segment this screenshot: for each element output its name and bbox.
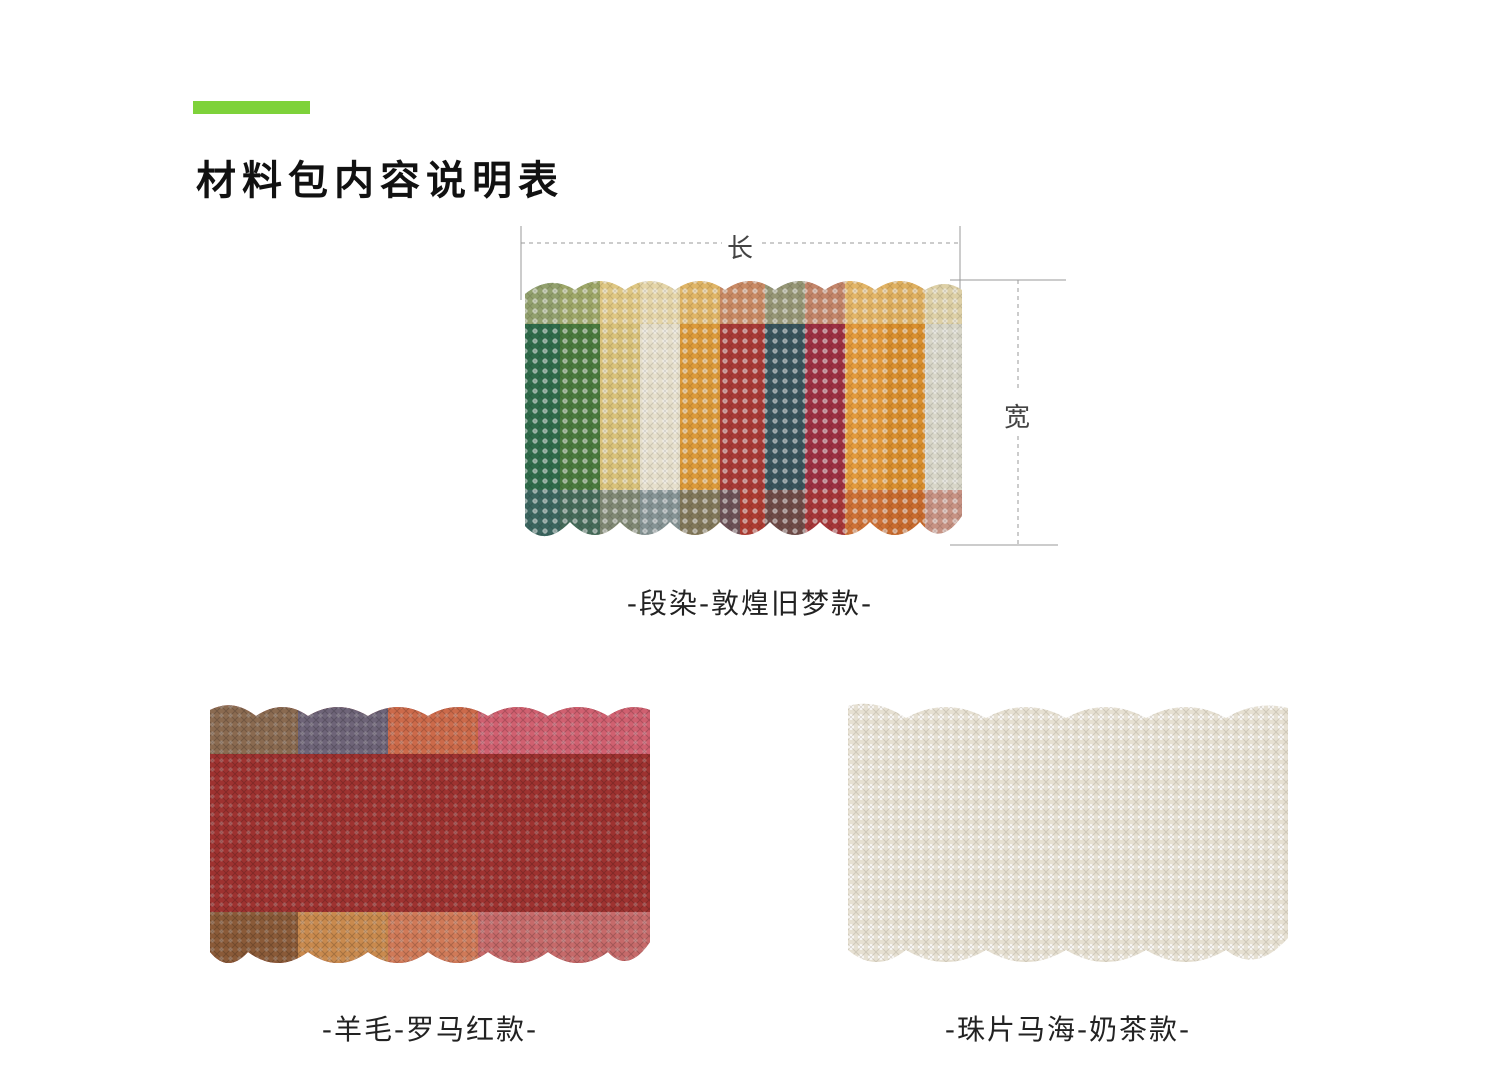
title-accent-bar	[193, 101, 310, 114]
product-caption-roman-red: -羊毛-罗马红款-	[321, 1013, 539, 1046]
product-caption-dunhuang: -段染-敦煌旧梦款-	[626, 587, 874, 620]
product-caption-milk-tea: -珠片马海-奶茶款-	[944, 1013, 1192, 1046]
product-image-roman-red	[210, 705, 650, 963]
product-image-milk-tea	[848, 703, 1288, 962]
page-title: 材料包内容说明表	[196, 158, 564, 204]
width-label: 宽	[1004, 403, 1031, 433]
product-image-dunhuang	[525, 281, 962, 537]
length-label: 长	[727, 234, 754, 264]
